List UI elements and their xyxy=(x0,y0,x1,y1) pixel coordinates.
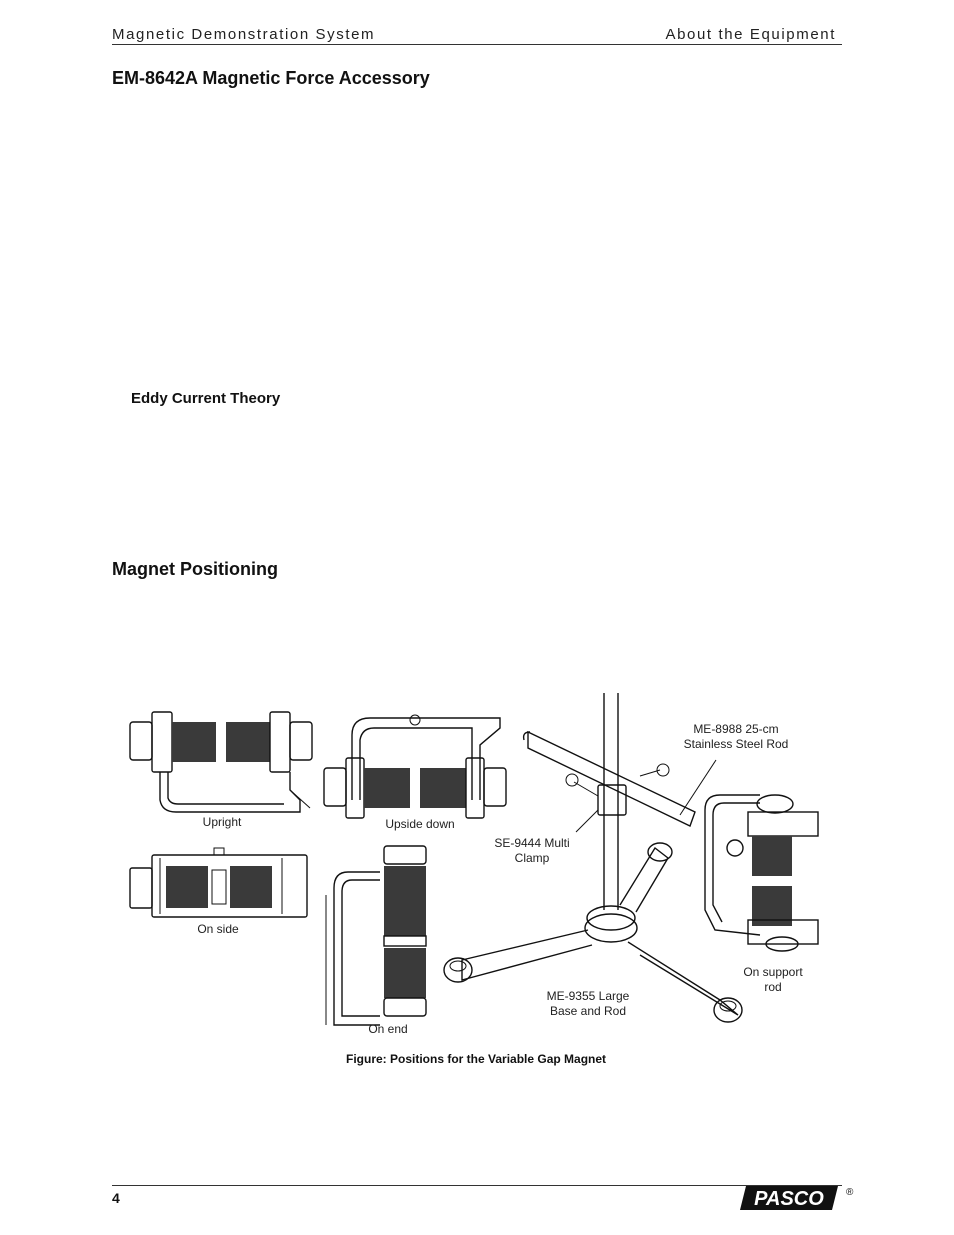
subsection-title-eddy: Eddy Current Theory xyxy=(131,390,281,407)
running-header-right: About the Equipment xyxy=(665,26,836,43)
leader-line-clamp xyxy=(575,809,599,833)
label-on-side: On side xyxy=(197,922,239,936)
label-on-end: On end xyxy=(368,1022,408,1036)
page-number: 4 xyxy=(112,1190,120,1206)
magnet-upright-drawing xyxy=(129,711,313,813)
magnet-on-side-drawing xyxy=(129,847,308,918)
registered-mark: ® xyxy=(846,1187,854,1198)
label-multi-clamp: SE-9444 Multi Clamp xyxy=(494,836,570,865)
magnet-on-rod-drawing xyxy=(704,794,819,952)
leader-line-rod xyxy=(679,759,717,816)
support-stand-drawing xyxy=(443,693,743,1023)
footer-rule xyxy=(112,1185,842,1186)
magnet-on-end-drawing xyxy=(325,845,427,1026)
header-rule xyxy=(112,44,842,45)
section-title-accessory: EM-8642A Magnetic Force Accessory xyxy=(112,68,430,88)
label-on-support-rod: On support rod xyxy=(743,965,803,994)
section-title-positioning: Magnet Positioning xyxy=(112,559,278,579)
svg-text:PASCO: PASCO xyxy=(754,1188,824,1210)
label-upright: Upright xyxy=(202,815,242,829)
magnet-upside-down-drawing xyxy=(323,714,507,819)
pasco-logo: PASCO xyxy=(740,1186,838,1210)
label-steel-rod: ME-8988 25-cm Stainless Steel Rod xyxy=(683,722,789,751)
figure-caption: Figure: Positions for the Variable Gap M… xyxy=(346,1052,607,1066)
running-header-left: Magnetic Demonstration System xyxy=(112,26,376,43)
label-large-base: ME-9355 Large Base and Rod xyxy=(546,989,630,1018)
label-upside-down: Upside down xyxy=(385,817,455,831)
